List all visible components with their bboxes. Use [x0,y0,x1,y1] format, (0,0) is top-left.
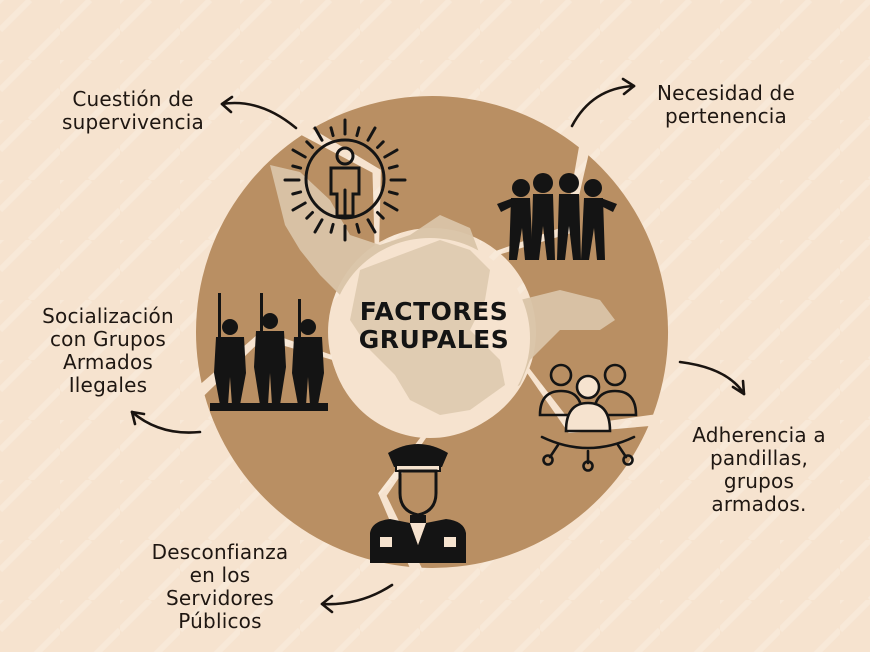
group-hug-icon [497,173,617,260]
sun-ray [383,148,399,159]
sun-ray [383,201,399,212]
center-title: FACTORES GRUPALES [358,297,510,354]
factor-label-desconfianza: Desconfianza en los Servidores Públicos [151,540,289,633]
sun-ray [305,140,314,149]
arrow-desconfianza [320,583,394,606]
sun-ray [366,126,377,142]
arrow-socializacion [130,410,202,434]
arrow-adherencia [678,360,746,396]
armed-soldiers-icon [210,293,328,411]
arrow-head-desconfianza [320,594,334,614]
sun-ray [376,211,385,220]
arrow-head-supervivencia [220,95,234,114]
sun-ray [387,164,399,170]
segment-pertenencia [500,155,669,426]
segment-socializacion [195,135,375,384]
sun-ray [313,126,324,142]
arrow-head-pertenencia [621,77,636,96]
factor-label-socializacion: Socialización con Grupos Armados Ilegale… [42,304,174,397]
sun-ray [291,164,303,170]
network-group-icon [538,363,638,472]
arrow-head-adherencia [731,379,746,396]
sun-ray [366,218,377,234]
sun-ray [305,211,314,220]
factor-label-pertenencia: Necesidad de pertenencia [657,81,795,128]
sun-ray [291,201,307,212]
arrow-head-socializacion [130,410,146,426]
sun-ray [387,190,399,196]
sun-ray [355,126,361,138]
sun-ray [291,190,303,196]
sun-ray [376,140,385,149]
police-officer-icon [370,444,466,563]
arrow-pertenencia [570,84,636,128]
sun-ray [313,218,324,234]
factor-label-adherencia: Adherencia a pandillas, grupos armados. [692,423,826,516]
map-silhouette-center [350,240,505,415]
person-radiating-icon [283,118,407,242]
segment-adherencia [386,373,649,569]
factor-label-supervivencia: Cuestión de supervivencia [62,87,204,134]
sun-ray [329,222,335,234]
arrow-supervivencia [220,101,298,130]
sun-ray [355,222,361,234]
sun-ray [329,126,335,138]
sun-ray [291,148,307,159]
